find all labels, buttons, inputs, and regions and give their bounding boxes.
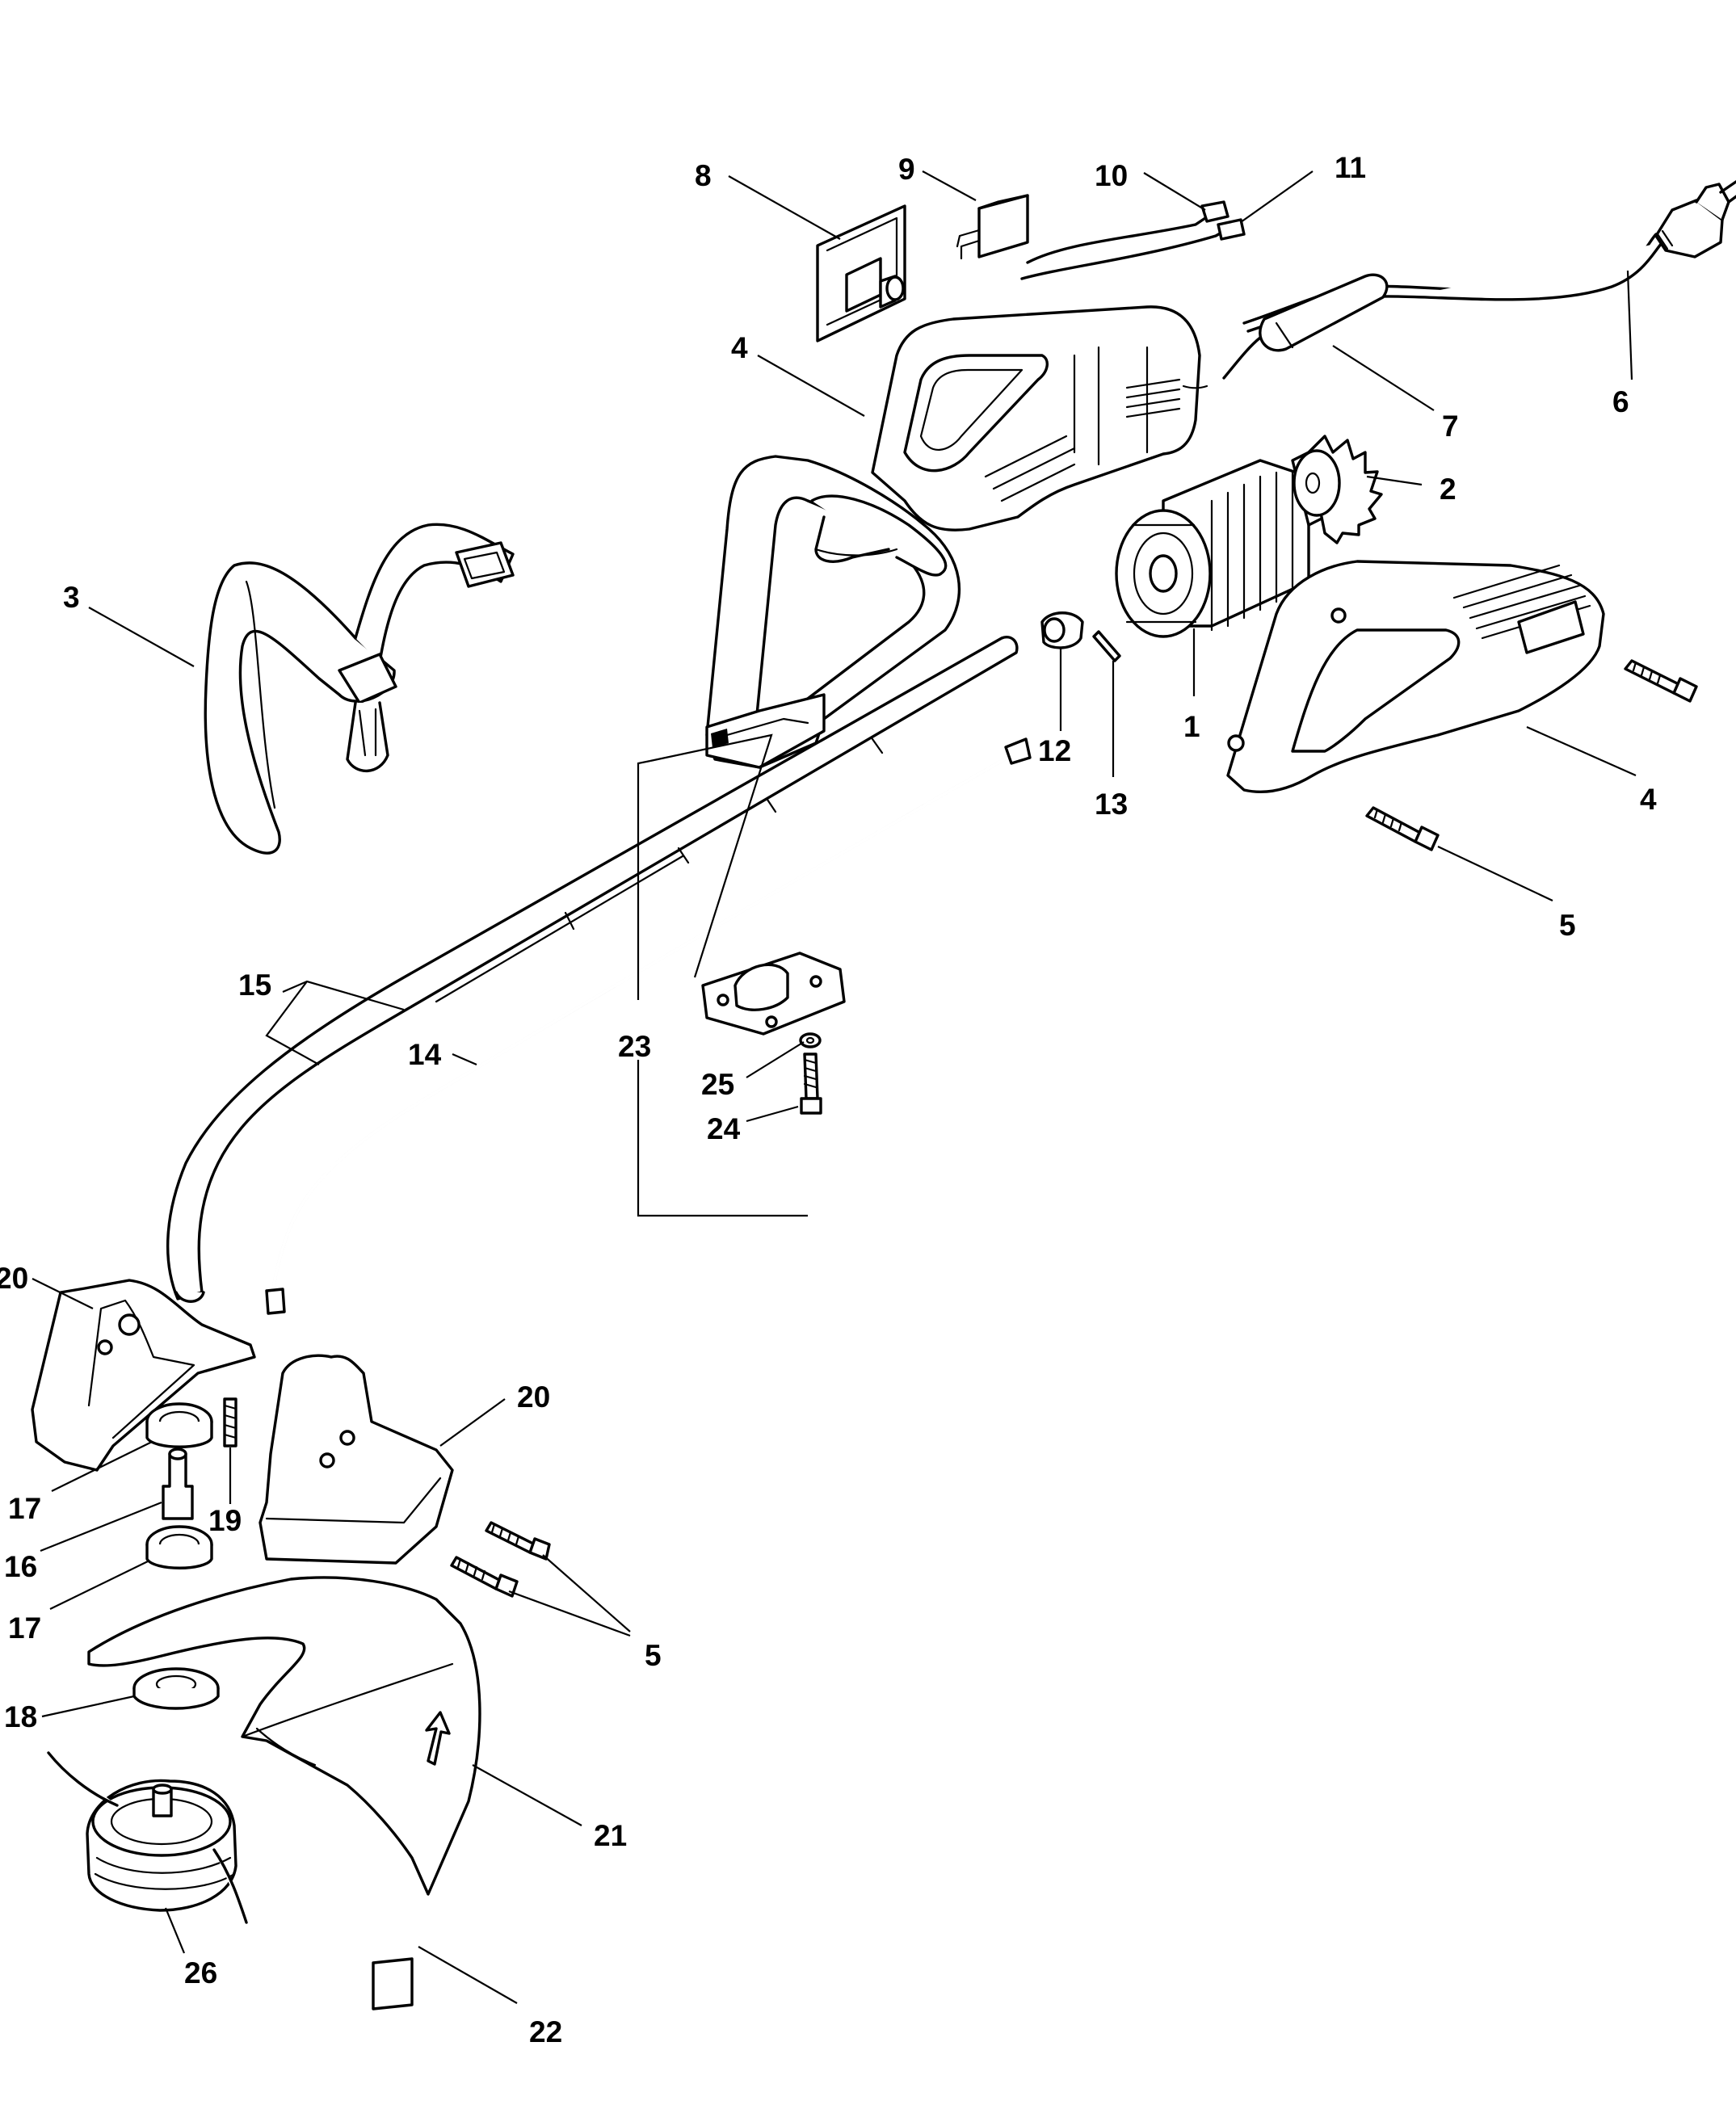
part-cables [1020, 200, 1246, 280]
callout-2: 2 [1440, 473, 1456, 506]
part-housing-lower [1226, 560, 1605, 793]
part-gear-head-right [259, 1354, 454, 1565]
callout-26: 26 [184, 1956, 217, 1989]
part-clamp-screw [800, 1052, 822, 1115]
callout-8: 8 [695, 159, 712, 192]
part-spool-washer [132, 1667, 220, 1710]
part-screw-guard-upper [485, 1521, 551, 1561]
part-set-screw [223, 1397, 237, 1447]
part-washer [799, 1032, 822, 1048]
part-housing-upper [871, 305, 1208, 532]
callout-19: 19 [208, 1504, 242, 1537]
callout-9: 9 [898, 153, 915, 186]
part-cooling-fan [1293, 435, 1383, 544]
callout-15: 15 [238, 968, 271, 1002]
callout-1: 1 [1183, 710, 1200, 743]
part-capacitor [956, 194, 1029, 260]
callout-14: 14 [408, 1038, 442, 1071]
callout-13: 13 [1095, 788, 1128, 821]
callout-11: 11 [1335, 151, 1366, 184]
callout-24: 24 [707, 1112, 741, 1145]
part-power-cord [1222, 179, 1736, 380]
part-line-spool [47, 1751, 248, 1924]
callout-20-right: 20 [517, 1380, 550, 1414]
callout-4: 4 [731, 331, 748, 364]
callout-25: 25 [701, 1068, 734, 1101]
part-screw-housing-right [1624, 659, 1698, 703]
part-screw-guard-lower [450, 1556, 519, 1598]
callout-5-guard: 5 [645, 1639, 662, 1672]
callout-23: 23 [618, 1030, 651, 1063]
part-shoulder-strap [204, 523, 515, 855]
part-grass-guard [87, 1576, 481, 1896]
part-gear-head-left [31, 1279, 256, 1472]
part-coupling [1040, 611, 1084, 649]
callout-18: 18 [4, 1700, 37, 1733]
callout-16: 16 [4, 1550, 37, 1583]
callout-6: 6 [1612, 385, 1629, 418]
callout-17: 17 [8, 1492, 41, 1525]
part-lower-clamp [701, 952, 846, 1036]
part-flexible-drive-cable [265, 737, 1032, 1315]
callout-10: 10 [1095, 159, 1128, 192]
callout-22: 22 [529, 2015, 562, 2048]
callout-3: 3 [63, 581, 80, 614]
part-loop-handle [705, 455, 961, 769]
callout-12: 12 [1038, 734, 1071, 767]
part-drive-shaft-tube [166, 636, 1019, 1303]
callout-20: 20 [0, 1262, 28, 1295]
callout-21: 21 [594, 1819, 627, 1852]
part-bearing-upper [145, 1402, 213, 1448]
part-screw-housing-lower [1365, 806, 1440, 851]
callout-labels: 8 9 10 11 4 7 6 2 3 12 13 1 4 5 15 14 23… [0, 151, 1657, 2048]
part-gear-shaft [162, 1447, 194, 1520]
part-pin [1092, 630, 1121, 662]
part-switch-plate [816, 204, 906, 342]
leader-lines [32, 170, 1637, 2004]
callout-4-lower: 4 [1640, 783, 1657, 816]
callout-5: 5 [1559, 909, 1576, 942]
callout-17-lower: 17 [8, 1611, 41, 1645]
part-bearing-lower [145, 1525, 213, 1569]
part-label [372, 1957, 414, 2010]
callout-7: 7 [1442, 410, 1459, 443]
